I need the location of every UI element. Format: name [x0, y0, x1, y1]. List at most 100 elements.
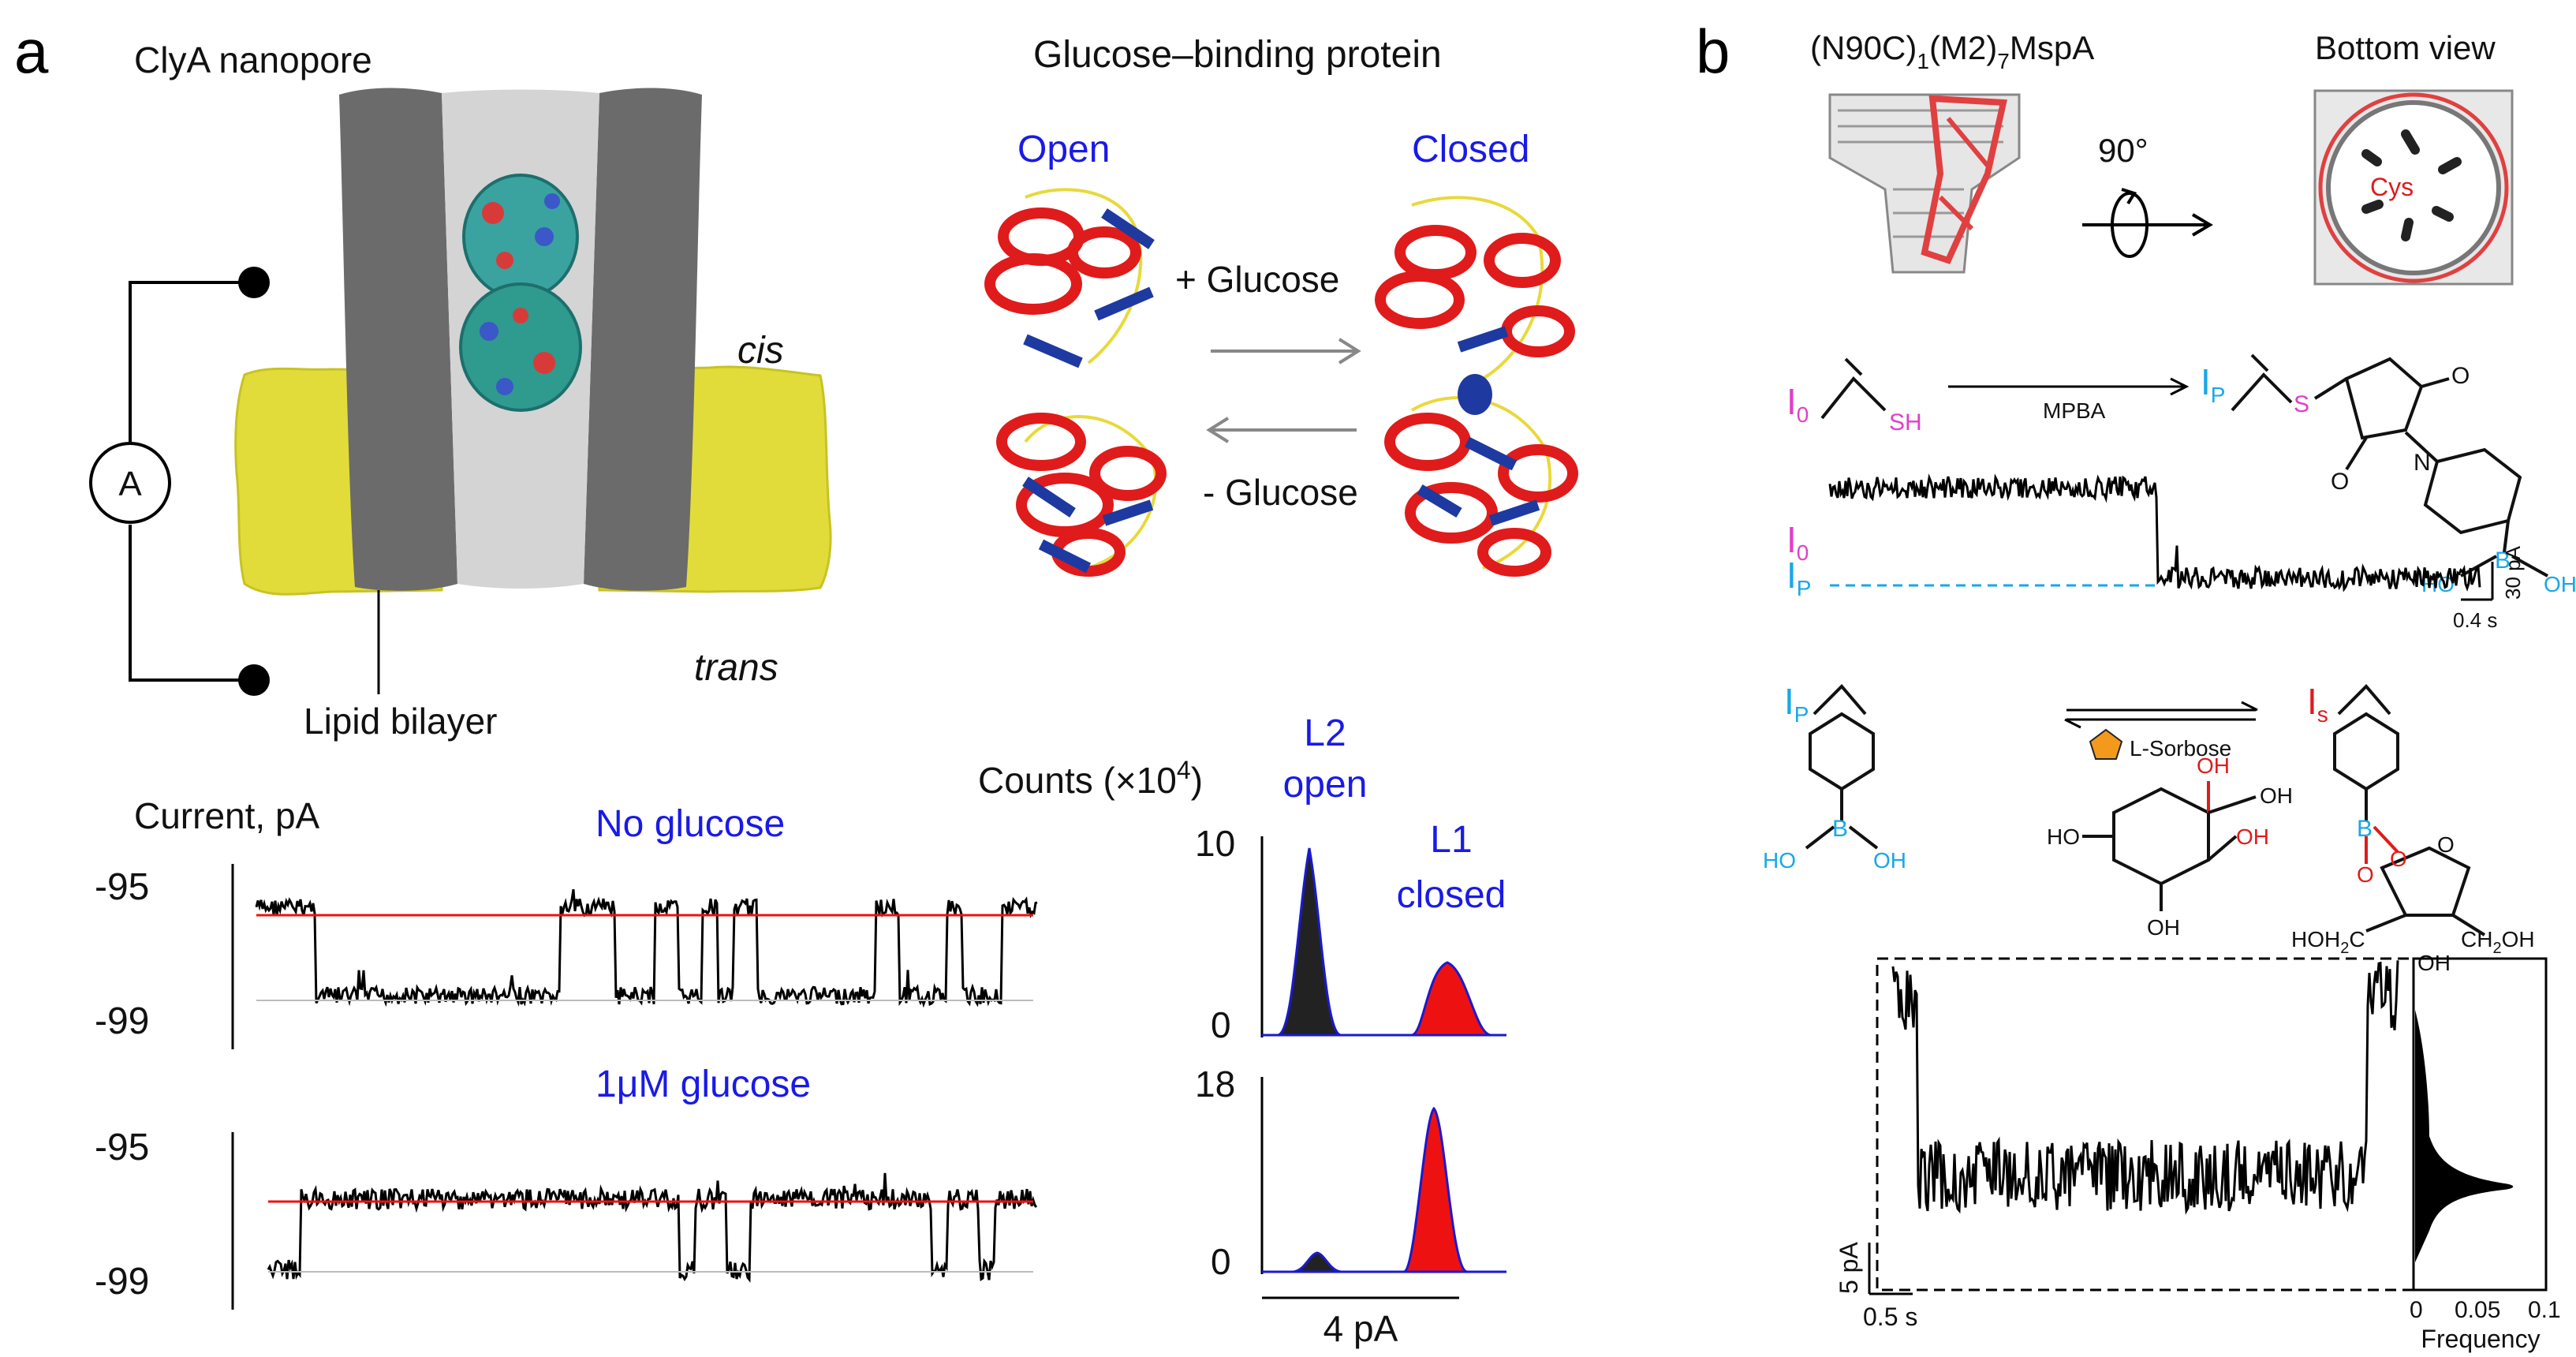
panel-letter-b: b	[1696, 17, 1730, 86]
cis-label: cis	[737, 330, 784, 372]
lipid-bilayer-label: Lipid bilayer	[304, 701, 497, 742]
sorbose-pentagon-icon	[2089, 728, 2123, 760]
mspa-bottom-view	[2313, 89, 2514, 286]
bottom-view-label: Bottom view	[2315, 29, 2496, 66]
trace-line	[1828, 473, 2481, 593]
hist-scale-label: 4 pA	[1323, 1308, 1398, 1349]
hist2-tick-max: 18	[1195, 1064, 1235, 1105]
electrical-circuit	[129, 281, 252, 682]
glucose-label: 1μM glucose	[595, 1064, 811, 1105]
protein-open-structure	[984, 188, 1167, 577]
carbonyl-o-top: O	[2451, 363, 2470, 389]
ip-label-scheme: IP	[2201, 361, 2225, 407]
counts-label: Counts (×104)	[978, 756, 1203, 801]
current-trace-glucose	[267, 1172, 1038, 1283]
protein-closed-structure	[1375, 196, 1578, 577]
sorbose-oh-top: OH	[2197, 753, 2230, 778]
trace-b1-scale-y-label: 30 pA	[2501, 545, 2525, 600]
panel-letter-a: a	[14, 17, 49, 86]
boron-label-1: B	[2495, 548, 2511, 574]
freq-tick-0: 0	[2410, 1297, 2423, 1323]
l2-label: L2	[1304, 712, 1346, 754]
trace1-tick-top: -95	[95, 866, 149, 908]
sh-label: SH	[1889, 409, 1922, 436]
freq-tick-1: 0.05	[2455, 1297, 2500, 1323]
trace-b2-dashed-box	[1876, 957, 2415, 1292]
ester-oh-label: OH	[2417, 951, 2451, 975]
mpba-arrow-head	[2170, 377, 2190, 396]
ester-o-1: O	[2390, 847, 2407, 871]
trans-label: trans	[694, 647, 778, 689]
mspa-title: (N90C)1(M2)7MspA	[1810, 29, 2094, 73]
no-glucose-label: No glucose	[595, 803, 785, 845]
trans-electrode	[238, 664, 270, 696]
ammeter-icon	[89, 442, 171, 524]
boron-label-2: B	[1832, 816, 1848, 842]
boron-label-3: B	[2357, 816, 2373, 842]
trace-b2-scale-x-label: 0.5 s	[1863, 1303, 1917, 1331]
frequency-histogram	[2415, 1010, 2514, 1262]
trace1-tick-bottom: -99	[95, 1000, 149, 1042]
ip-label-scheme-2: IP	[1784, 681, 1809, 727]
rotation-label: 90°	[2098, 132, 2149, 169]
ester-o-2: O	[2357, 862, 2374, 887]
histogram-glucose	[1262, 1106, 1506, 1273]
i0-label-scheme: I0	[1786, 381, 1809, 427]
l-sorbose-label: L-Sorbose	[2130, 736, 2231, 761]
hist2-open-peak	[1262, 1251, 1404, 1273]
plus-glucose-label: + Glucose	[1175, 259, 1339, 300]
hist2-closed-peak	[1341, 1106, 1506, 1273]
hist1-tick-max: 10	[1195, 823, 1235, 864]
oh-label-1: OH	[2544, 572, 2576, 596]
nanopore-illustration	[234, 88, 832, 596]
freq-tick-2: 0.1	[2528, 1297, 2561, 1323]
is-label-scheme: Is	[2307, 681, 2328, 727]
sorbose-oh-bottom: OH	[2147, 915, 2180, 940]
state-closed-label: Closed	[1412, 129, 1529, 170]
sorbose-oh-right: OH	[2260, 783, 2293, 808]
ch2oh-label: CH2OH	[2461, 927, 2535, 957]
n-label: N	[2414, 450, 2431, 476]
rotation-arrow-icon	[2082, 188, 2213, 258]
hoh2c-label: HOH2C	[2291, 927, 2365, 957]
equilibrium-arrows	[1206, 338, 1361, 443]
current-trace-mpba	[1828, 473, 2481, 593]
l1-label: L1	[1430, 819, 1472, 861]
thiol-structure	[1820, 357, 1887, 420]
sorbose-structure	[2082, 781, 2257, 911]
hist1-closed-peak	[1341, 961, 1506, 1037]
trapped-protein-top	[462, 174, 579, 300]
pore-wall-right	[584, 88, 702, 591]
trace-line	[255, 888, 1038, 1008]
i0-trace-label: I0	[1786, 519, 1809, 565]
ammeter-label: A	[118, 465, 142, 503]
ring-o-label: O	[2437, 832, 2455, 857]
ip-trace-label: IP	[1786, 555, 1811, 600]
histogram-no-glucose	[1262, 847, 1506, 1037]
trapped-protein-bottom	[459, 282, 582, 412]
trace2-tick-top: -95	[95, 1127, 149, 1168]
oh-label-2: OH	[1873, 848, 1906, 873]
frequency-axis-label: Frequency	[2421, 1325, 2540, 1353]
s-label: S	[2294, 391, 2309, 417]
maleimide-boronic-structure	[2231, 353, 2548, 578]
trace-line	[1891, 960, 2399, 1215]
minus-glucose-label: - Glucose	[1203, 472, 1358, 513]
current-axis-label: Current, pA	[134, 795, 320, 836]
pore-wall-left	[339, 88, 457, 591]
protein-title: Glucose–binding protein	[1033, 34, 1442, 76]
ho-label-2: HO	[1763, 848, 1796, 873]
state-open-label: Open	[1017, 129, 1110, 170]
cys-label: Cys	[2370, 173, 2414, 201]
trace-b1-scale-x-label: 0.4 s	[2453, 608, 2497, 632]
boronate-ester-structure	[2333, 684, 2486, 936]
trace2-tick-bottom: -99	[95, 1261, 149, 1303]
l2-state: open	[1283, 764, 1368, 806]
mpba-label: MPBA	[2043, 398, 2106, 423]
hist1-tick-min: 0	[1211, 1004, 1231, 1045]
cis-electrode	[238, 267, 270, 298]
carbonyl-o-bottom: O	[2331, 469, 2349, 495]
nanopore-title: ClyA nanopore	[134, 39, 372, 80]
hist2-tick-min: 0	[1211, 1241, 1231, 1282]
